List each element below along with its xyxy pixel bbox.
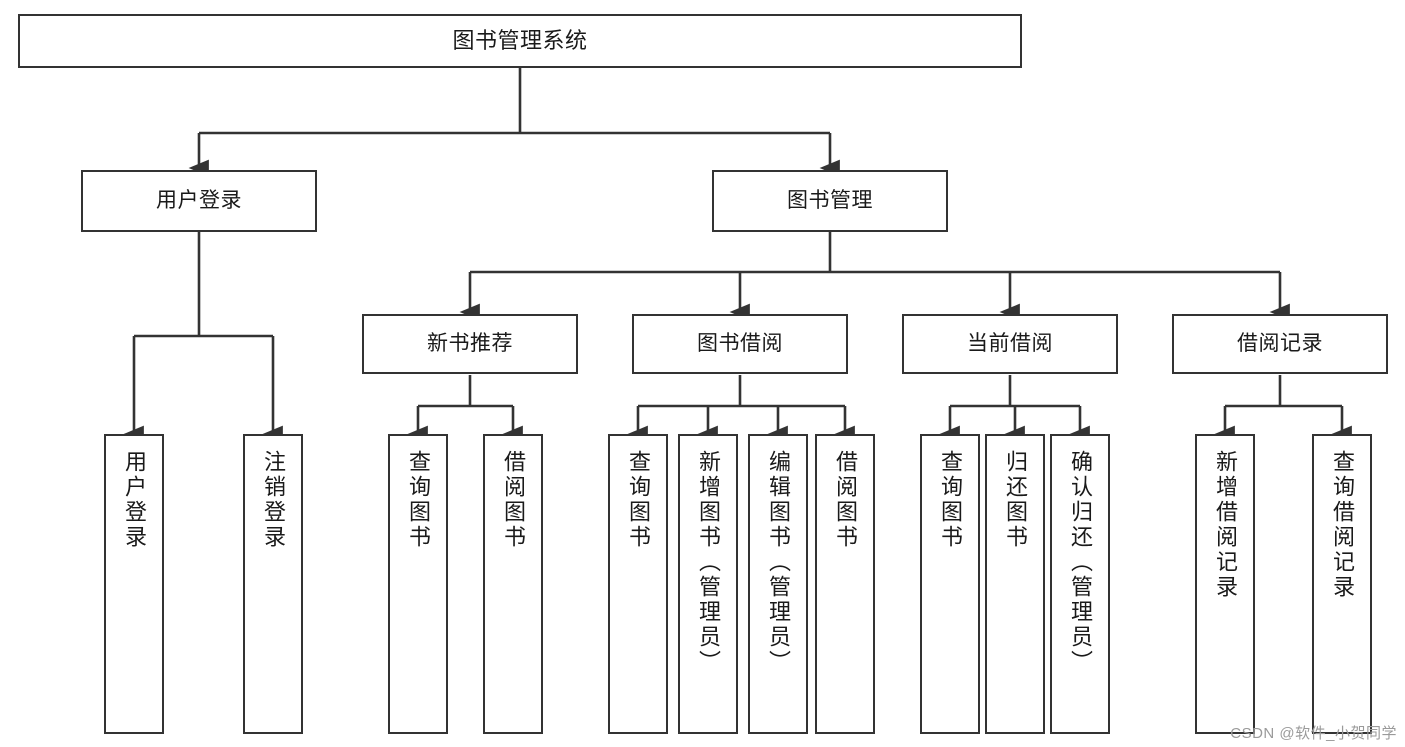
node-label: 新增借阅记录 — [1212, 450, 1238, 600]
node-label: 用户登录 — [121, 450, 147, 550]
node-leaf-query-book-current[interactable]: 查询图书 — [920, 434, 980, 734]
node-leaf-edit-book-admin[interactable]: 编辑图书（管理员） — [748, 434, 808, 734]
node-leaf-add-book-admin[interactable]: 新增图书（管理员） — [678, 434, 738, 734]
node-label: 查询借阅记录 — [1329, 450, 1355, 600]
node-new-book-recommend[interactable]: 新书推荐 — [362, 314, 578, 374]
node-user-login[interactable]: 用户登录 — [81, 170, 317, 232]
node-leaf-borrow-book[interactable]: 借阅图书 — [815, 434, 875, 734]
watermark: CSDN @软件_小贺同学 — [1230, 725, 1397, 742]
node-label: 图书借阅 — [697, 331, 783, 355]
node-borrow-records[interactable]: 借阅记录 — [1172, 314, 1388, 374]
node-label: 查询图书 — [405, 450, 431, 550]
node-label: 图书管理 — [787, 188, 873, 212]
node-label: 当前借阅 — [967, 331, 1053, 355]
node-label: 查询图书 — [937, 450, 963, 550]
node-label: 编辑图书（管理员） — [765, 450, 791, 675]
node-book-borrow[interactable]: 图书借阅 — [632, 314, 848, 374]
node-label: 新书推荐 — [427, 331, 513, 355]
node-current-borrow[interactable]: 当前借阅 — [902, 314, 1118, 374]
node-label: 借阅图书 — [832, 450, 858, 550]
node-leaf-add-borrow-record[interactable]: 新增借阅记录 — [1195, 434, 1255, 734]
node-label: 用户登录 — [156, 188, 242, 212]
node-label: 新增图书（管理员） — [695, 450, 721, 675]
node-leaf-confirm-return-admin[interactable]: 确认归还（管理员） — [1050, 434, 1110, 734]
node-label: 借阅记录 — [1237, 331, 1323, 355]
node-label: 借阅图书 — [500, 450, 526, 550]
node-label: 注销登录 — [260, 450, 286, 550]
node-leaf-query-book-recommend[interactable]: 查询图书 — [388, 434, 448, 734]
node-label: 图书管理系统 — [452, 28, 588, 54]
node-leaf-query-book-borrow[interactable]: 查询图书 — [608, 434, 668, 734]
node-leaf-user-login[interactable]: 用户登录 — [104, 434, 164, 734]
node-book-management[interactable]: 图书管理 — [712, 170, 948, 232]
node-leaf-query-borrow-record[interactable]: 查询借阅记录 — [1312, 434, 1372, 734]
node-leaf-return-book[interactable]: 归还图书 — [985, 434, 1045, 734]
node-leaf-logout[interactable]: 注销登录 — [243, 434, 303, 734]
node-root-book-management-system[interactable]: 图书管理系统 — [18, 14, 1022, 68]
node-label: 归还图书 — [1002, 450, 1028, 550]
node-label: 查询图书 — [625, 450, 651, 550]
node-leaf-borrow-book-recommend[interactable]: 借阅图书 — [483, 434, 543, 734]
node-label: 确认归还（管理员） — [1067, 450, 1093, 675]
